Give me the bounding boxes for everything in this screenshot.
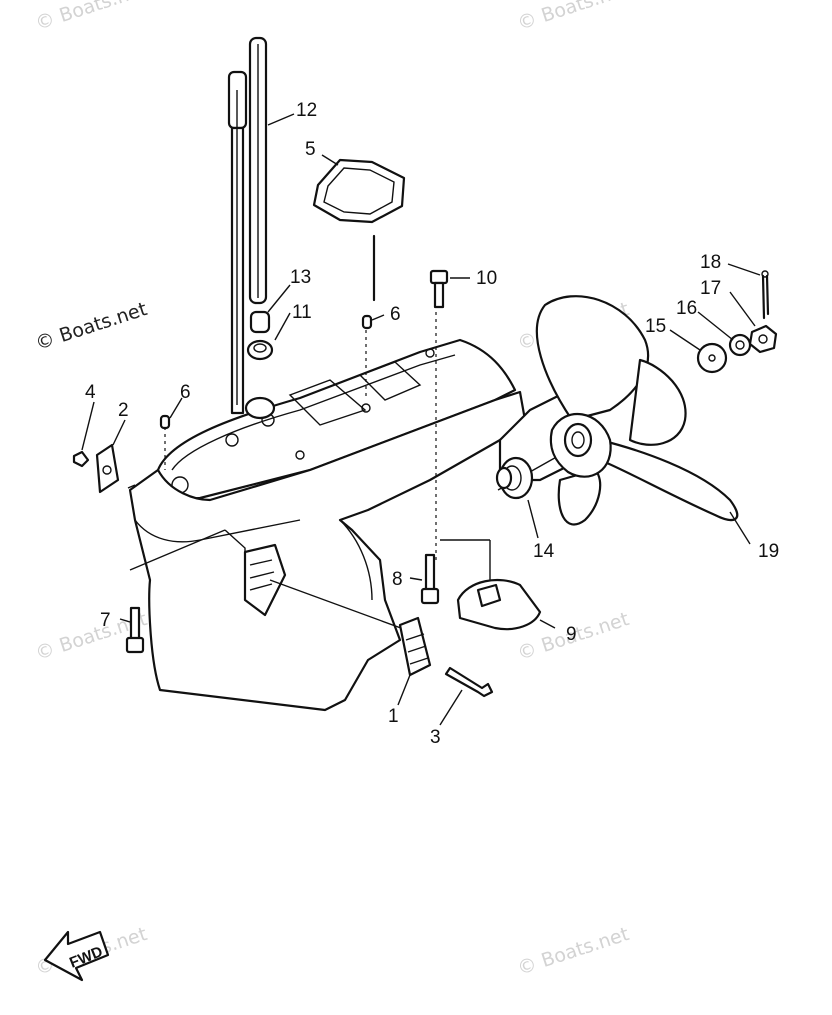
drive-shaft	[248, 36, 268, 305]
callout-1: 1	[388, 706, 399, 727]
callout-17: 17	[700, 278, 721, 299]
callout-9: 9	[566, 624, 577, 645]
callout-5: 5	[305, 139, 316, 160]
spacer-15	[696, 342, 728, 374]
bolt-10	[429, 269, 449, 309]
callout-2: 2	[118, 400, 129, 421]
thrust-washer	[495, 456, 534, 500]
callout-12: 12	[296, 100, 317, 121]
callout-4: 4	[85, 382, 96, 403]
dowel-pin-left	[159, 414, 171, 430]
cotter-pin-18	[761, 270, 770, 320]
callout-19: 19	[758, 541, 779, 562]
callout-14: 14	[533, 541, 555, 562]
callout-leaders	[81, 113, 761, 726]
trim-tab	[456, 578, 542, 631]
gasket	[312, 158, 406, 302]
dowel-pin-right	[361, 314, 373, 330]
prop-nut-17	[748, 324, 778, 354]
callout-16: 16	[676, 298, 697, 319]
forward-arrow-icon: FWD	[43, 930, 110, 982]
callout-8: 8	[392, 569, 403, 590]
callout-15: 15	[645, 316, 666, 337]
anode-2	[72, 443, 120, 494]
washer-16	[728, 333, 752, 357]
callout-7: 7	[100, 610, 111, 631]
propeller	[535, 295, 739, 526]
bolt-7	[125, 606, 145, 654]
callout-10: 10	[476, 268, 497, 289]
callout-6-left: 6	[180, 382, 191, 403]
anode-1	[398, 616, 494, 698]
watermark-top-left: © Boats.net	[33, 0, 150, 35]
callout-3: 3	[430, 727, 441, 748]
watermark-bottom-right: © Boats.net	[515, 923, 632, 980]
shift-rod	[227, 70, 248, 415]
watermark-left-dark: © Boats.net	[33, 298, 150, 355]
callout-11: 11	[292, 302, 312, 323]
callout-numbers: 12 5 13 11 10 6 6 4 2 8 7 9 1 3 14 19 15…	[85, 100, 779, 748]
watermark-top-right: © Boats.net	[515, 0, 632, 35]
callout-6-right: 6	[390, 304, 401, 325]
oil-seal	[246, 310, 274, 361]
callout-13: 13	[290, 267, 311, 288]
callout-18: 18	[700, 252, 721, 273]
bolt-8	[420, 553, 440, 605]
